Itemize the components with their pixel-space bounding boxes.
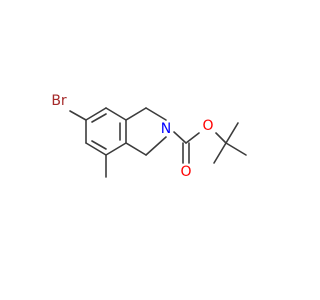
bond-ring-bottom-right [105,142,127,156]
bond-c6-br [69,110,87,121]
bond-tbutyl-up [225,122,239,144]
bond-c4-c3 [125,107,147,121]
bond-ring-bottom-left [85,142,107,156]
carbonyl-oxygen-label: O [180,164,191,180]
nitrogen-label: N [161,121,171,137]
bond-ring-top-right [105,107,127,121]
ester-oxygen-label: O [202,118,213,134]
bond-tbutyl-right [225,142,247,156]
piperidine-ring [125,107,167,156]
bond-n-c1 [145,136,167,156]
molecule-structure-drawing: Br N O O [51,93,247,180]
bond-c3-n [145,107,167,121]
bond-ester-oxygen-tbutyl [215,132,227,144]
bond-ring-double-3 [91,140,107,150]
bond-carbonyl-ester-oxygen [185,132,200,144]
bond-tbutyl-down [213,142,227,164]
bond-ring-double-1 [91,113,107,123]
benzene-ring [85,107,127,156]
bond-n-carbonyl [173,131,187,144]
bond-c1-c8a [125,142,147,156]
bromine-label: Br [51,93,67,109]
bond-ring-top-left [85,107,107,121]
